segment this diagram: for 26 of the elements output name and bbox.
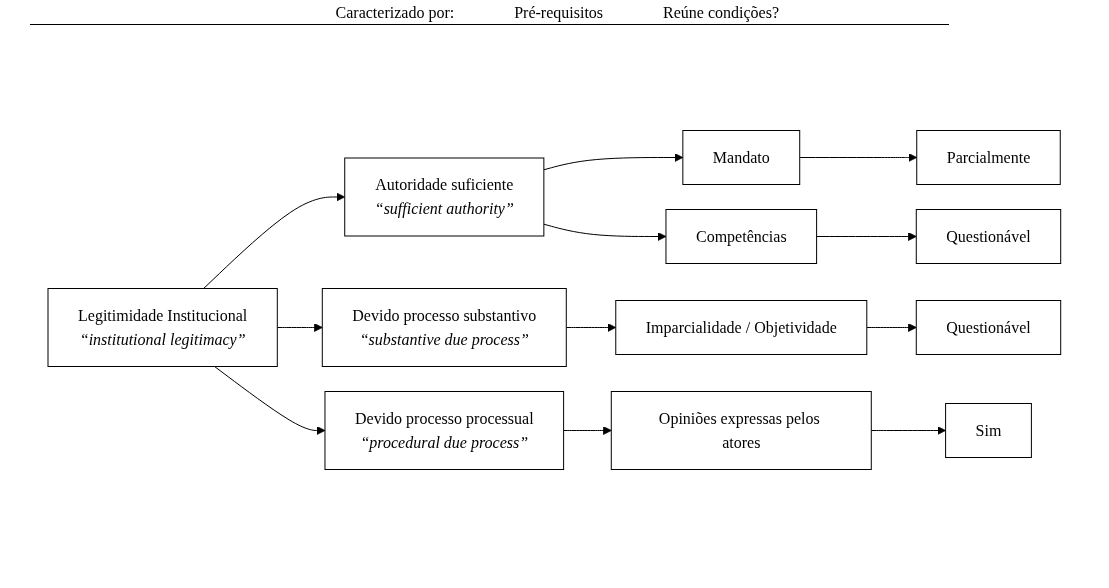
column-header: Reúne condições? [663, 4, 779, 22]
node-box: Competências [665, 209, 818, 264]
arrow [563, 426, 612, 435]
arrow [203, 192, 346, 289]
node-box: Imparcialidade / Objetividade [615, 300, 868, 355]
node-box: Mandato [682, 130, 801, 185]
arrow [214, 366, 326, 435]
node-box: Sim [945, 403, 1033, 458]
node-box: Questionável [915, 209, 1062, 264]
node-box: Devido processo substantivo “substantive due process” [321, 288, 567, 367]
arrow [866, 323, 917, 332]
arrow [543, 153, 684, 171]
arrow [816, 232, 917, 241]
arrow [543, 223, 667, 241]
arrow [799, 153, 918, 162]
node-box: Questionável [915, 300, 1062, 355]
node-box: Parcialmente [916, 130, 1061, 185]
node-box: Legitimidade Institucional “institutional legitimacy” [47, 288, 278, 367]
arrow [276, 323, 323, 332]
column-header: Caracterizado por: [335, 4, 455, 22]
arrow [870, 426, 947, 435]
node-box: Devido processo processual “procedural due process” [324, 391, 565, 470]
column-header: Pré-requisitos [514, 4, 604, 22]
node-box: Autoridade suficiente “sufficient authority” [344, 157, 545, 237]
arrow [565, 323, 617, 332]
node-box: Opiniões expressas pelos atores [610, 391, 872, 470]
